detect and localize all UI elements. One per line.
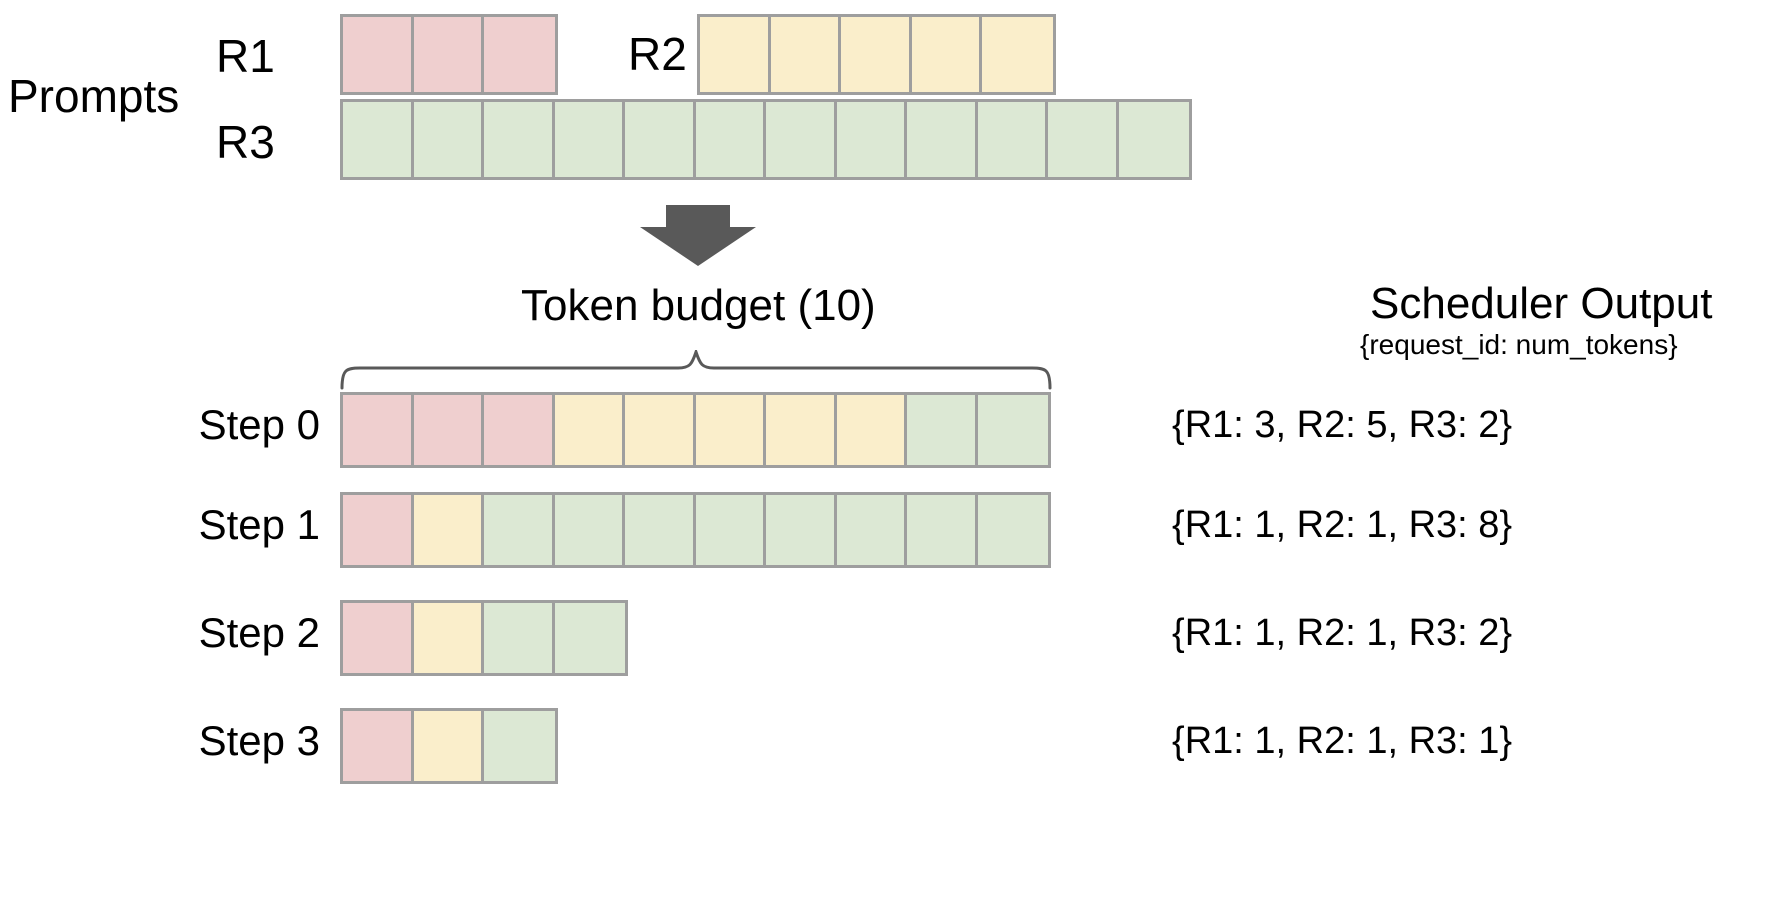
step-0-token-cell [836,395,907,465]
prompt-r3-token-cell [343,102,414,177]
prompt-r1-token-cell [484,17,555,92]
prompt-r2-token-cell [841,17,912,92]
token-budget-label: Token budget (10) [521,281,876,330]
step-1-token-cell [484,495,555,565]
prompt-row-r3 [340,99,1192,180]
prompt-r2-token-cell [700,17,771,92]
prompt-r2-token-cell [911,17,982,92]
step-3-token-cell [413,711,484,781]
step-1-token-cell [836,495,907,565]
down-arrow-icon [638,205,758,272]
step-1-token-cell [695,495,766,565]
prompt-r2-token-cell [770,17,841,92]
step-1-token-cell [977,495,1048,565]
step-label-3: Step 3 [198,717,320,764]
step-row-3 [340,708,558,784]
prompt-r3-token-cell [836,102,907,177]
scheduler-output-3: {R1: 1, R2: 1, R3: 1} [1172,720,1513,762]
prompt-r1-token-cell [343,17,414,92]
prompts-section-label: Prompts [8,70,180,122]
prompt-r1-token-cell [413,17,484,92]
curly-brace-icon [340,347,1052,395]
prompt-r3-token-cell [554,102,625,177]
prompt-r3-token-cell [625,102,696,177]
step-1-token-cell [554,495,625,565]
step-3-token-cell [484,711,555,781]
step-row-2 [340,600,628,676]
prompt-r3-token-cell [413,102,484,177]
prompt-label-r3: R3 [216,116,275,168]
step-2-token-cell [484,603,555,673]
step-1-token-cell [413,495,484,565]
step-2-token-cell [413,603,484,673]
prompt-row-r2 [697,14,1056,95]
scheduler-output-subtitle: {request_id: num_tokens} [1360,329,1678,360]
prompt-r3-token-cell [766,102,837,177]
step-label-2: Step 2 [198,609,320,656]
step-0-token-cell [343,395,414,465]
prompt-r3-token-cell [484,102,555,177]
step-row-1 [340,492,1051,568]
step-1-token-cell [766,495,837,565]
prompt-r3-token-cell [695,102,766,177]
step-2-token-cell [343,603,414,673]
prompt-r3-token-cell [1048,102,1119,177]
prompt-r3-token-cell [907,102,978,177]
scheduler-output-2: {R1: 1, R2: 1, R3: 2} [1172,612,1513,654]
step-0-token-cell [484,395,555,465]
prompt-r2-token-cell [982,17,1053,92]
step-label-1: Step 1 [198,501,320,548]
step-0-token-cell [695,395,766,465]
step-label-0: Step 0 [198,401,320,448]
step-0-token-cell [907,395,978,465]
prompt-r3-token-cell [1118,102,1189,177]
step-0-token-cell [977,395,1048,465]
prompt-label-r1: R1 [216,30,275,82]
step-0-token-cell [413,395,484,465]
step-0-token-cell [625,395,696,465]
step-0-token-cell [766,395,837,465]
step-2-token-cell [554,603,625,673]
step-1-token-cell [907,495,978,565]
scheduler-output-0: {R1: 3, R2: 5, R3: 2} [1172,404,1513,446]
prompt-label-r2: R2 [628,28,687,80]
step-row-0 [340,392,1051,468]
scheduler-output-title: Scheduler Output [1370,279,1713,328]
step-1-token-cell [625,495,696,565]
step-0-token-cell [554,395,625,465]
step-1-token-cell [343,495,414,565]
step-3-token-cell [343,711,414,781]
prompt-row-r1 [340,14,558,95]
scheduler-output-1: {R1: 1, R2: 1, R3: 8} [1172,504,1513,546]
prompt-r3-token-cell [977,102,1048,177]
